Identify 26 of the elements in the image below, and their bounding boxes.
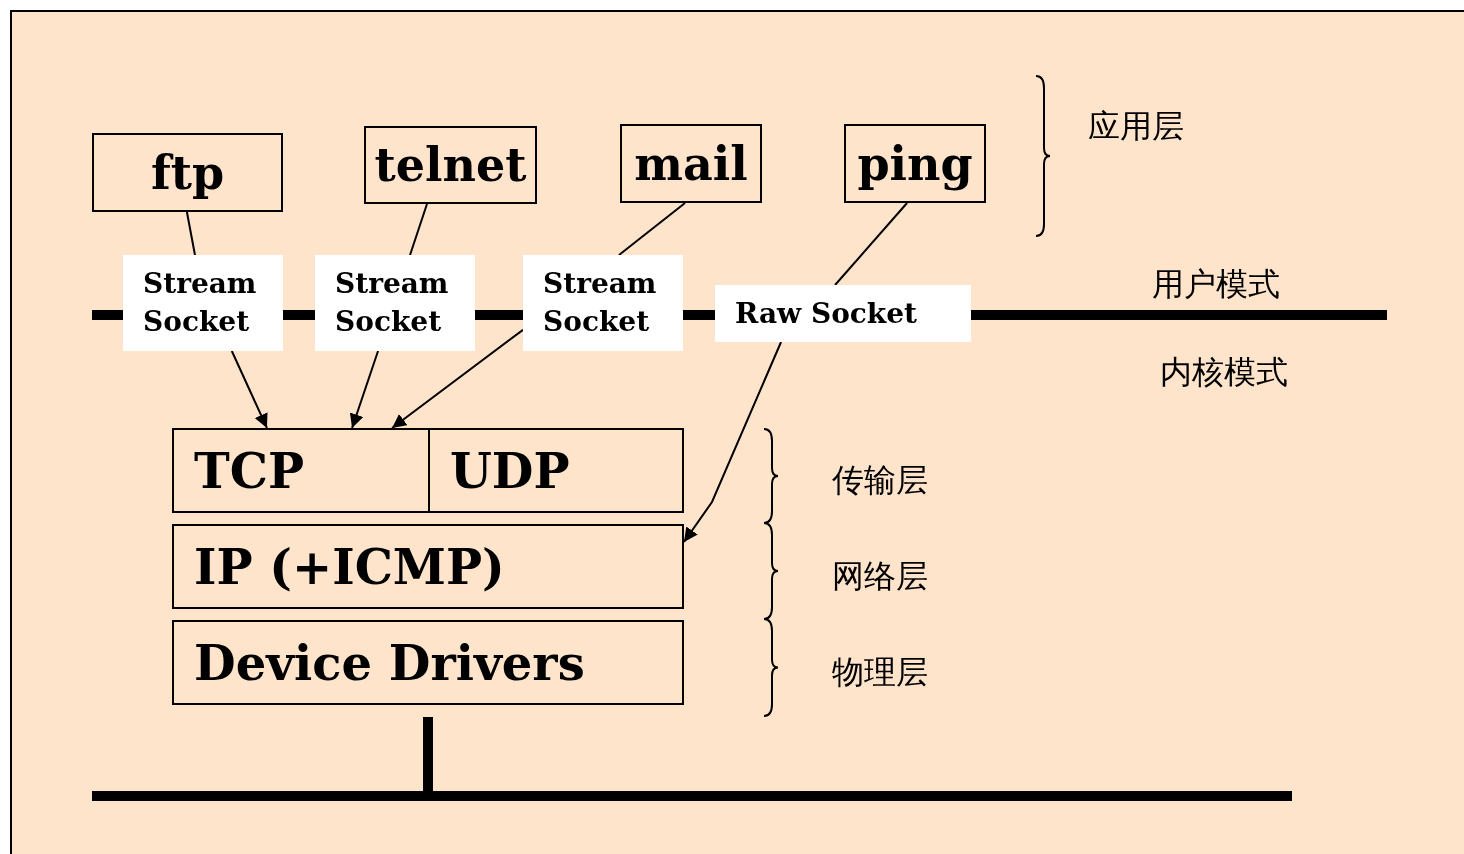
arrow: [230, 350, 268, 429]
connector-line: [618, 202, 687, 256]
app-name-box: mail: [620, 124, 762, 203]
protocol-box: UDP: [428, 428, 684, 513]
arrow: [349, 350, 380, 429]
app-name-box: ftp: [92, 133, 283, 212]
socket-tag: Stream Socket: [123, 255, 283, 351]
socket-tag: Stream Socket: [315, 255, 475, 351]
connector-line: [185, 211, 196, 256]
arrow: [683, 341, 783, 543]
protocol-box: TCP: [172, 428, 430, 513]
socket-tag: Raw Socket: [715, 285, 971, 342]
socket-tag: Stream Socket: [523, 255, 683, 351]
app-name-box: ping: [844, 124, 986, 203]
mode-label: 内核模式: [1160, 352, 1288, 393]
layer-label: 传输层: [832, 460, 928, 501]
layer-label: 物理层: [832, 652, 928, 693]
layer-label: 网络层: [832, 556, 928, 597]
connector-line: [409, 203, 428, 256]
protocol-box: IP (+ICMP): [172, 524, 684, 609]
connector-line: [834, 202, 909, 286]
arrow: [391, 328, 524, 429]
layer-label: 应用层: [1088, 106, 1184, 147]
app-name-box: telnet: [364, 126, 537, 204]
protocol-box: Device Drivers: [172, 620, 684, 705]
mode-label: 用户模式: [1152, 264, 1280, 305]
